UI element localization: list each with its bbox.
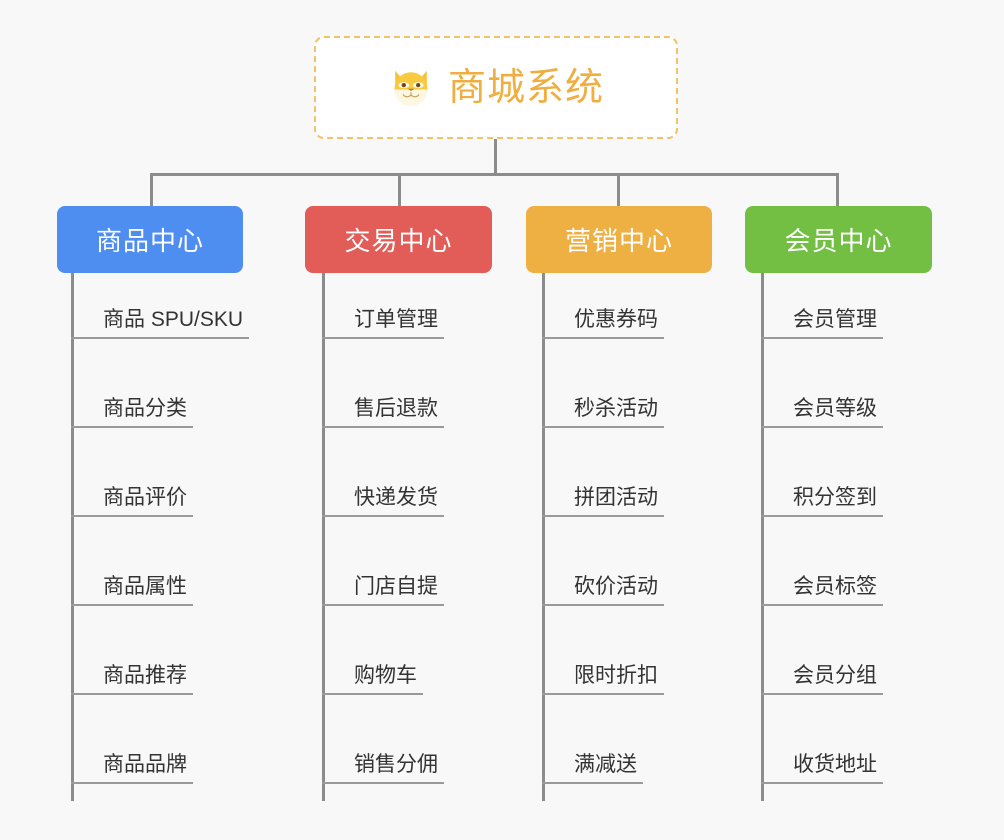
leaf-item[interactable]: 商品属性 [71,562,193,606]
leaf-item[interactable]: 商品品牌 [71,740,193,784]
leaf-item[interactable]: 售后退款 [322,384,444,428]
leaf-item-label: 销售分佣 [322,753,444,784]
leaf-item-label: 拼团活动 [542,486,664,517]
leaf-item[interactable]: 商品分类 [71,384,193,428]
branch-box-label: 会员中心 [784,226,893,256]
leaf-item[interactable]: 会员管理 [761,295,883,339]
root-node-label: 商城系统 [447,66,604,109]
leaf-item-label: 商品推荐 [71,664,193,695]
leaf-item[interactable]: 订单管理 [322,295,444,339]
leaf-item[interactable]: 收货地址 [761,740,883,784]
leaf-item-label: 收货地址 [761,753,883,784]
leaf-item-label: 会员分组 [761,664,883,695]
dog-face-icon [388,65,434,111]
root-node[interactable]: 商城系统 [314,36,678,139]
leaf-item[interactable]: 商品评价 [71,473,193,517]
leaf-item-label: 商品属性 [71,575,193,606]
leaf-item-label: 商品品牌 [71,753,193,784]
leaf-item[interactable]: 积分签到 [761,473,883,517]
leaf-item[interactable]: 会员标签 [761,562,883,606]
branch-box-label: 营销中心 [564,226,673,256]
connector-bus [150,173,839,176]
leaf-item-label: 会员等级 [761,397,883,428]
leaf-item-label: 秒杀活动 [542,397,664,428]
leaf-spine [761,273,764,801]
leaf-item-label: 限时折扣 [542,664,664,695]
branch-box-label: 交易中心 [344,226,453,256]
connector-drop-2 [398,173,401,206]
leaf-item-label: 砍价活动 [542,575,664,606]
leaf-item[interactable]: 销售分佣 [322,740,444,784]
connector-drop-1 [150,173,153,206]
branch-box-member-center[interactable]: 会员中心 [745,206,932,273]
branch-box-product-center[interactable]: 商品中心 [57,206,243,273]
leaf-item-label: 订单管理 [322,308,444,339]
leaf-item-label: 商品评价 [71,486,193,517]
leaf-item[interactable]: 快递发货 [322,473,444,517]
connector-root-stem [494,139,497,175]
connector-drop-4 [836,173,839,206]
leaf-item[interactable]: 秒杀活动 [542,384,664,428]
leaf-item[interactable]: 满减送 [542,740,643,784]
branch-box-label: 商品中心 [95,226,204,256]
leaf-item-label: 会员标签 [761,575,883,606]
leaf-item-label: 购物车 [322,664,423,695]
leaf-item-label: 满减送 [542,753,643,784]
branch-box-trade-center[interactable]: 交易中心 [305,206,492,273]
leaf-item[interactable]: 门店自提 [322,562,444,606]
leaf-item-label: 商品 SPU/SKU [71,308,250,339]
leaf-item[interactable]: 优惠券码 [542,295,664,339]
leaf-item[interactable]: 限时折扣 [542,651,664,695]
leaf-item-label: 优惠券码 [542,308,664,339]
leaf-item-label: 积分签到 [761,486,883,517]
leaf-spine [542,273,545,801]
leaf-item-label: 会员管理 [761,308,883,339]
leaf-item[interactable]: 购物车 [322,651,423,695]
leaf-item[interactable]: 拼团活动 [542,473,664,517]
branch-box-marketing-center[interactable]: 营销中心 [526,206,712,273]
leaf-item[interactable]: 会员等级 [761,384,883,428]
leaf-item[interactable]: 商品 SPU/SKU [71,295,250,339]
leaf-spine [322,273,325,801]
leaf-item[interactable]: 砍价活动 [542,562,664,606]
leaf-item-label: 售后退款 [322,397,444,428]
connector-drop-3 [617,173,620,206]
leaf-item-label: 门店自提 [322,575,444,606]
leaf-item[interactable]: 会员分组 [761,651,883,695]
leaf-spine [71,273,74,801]
leaf-item-label: 商品分类 [71,397,193,428]
leaf-item[interactable]: 商品推荐 [71,651,193,695]
leaf-item-label: 快递发货 [322,486,444,517]
